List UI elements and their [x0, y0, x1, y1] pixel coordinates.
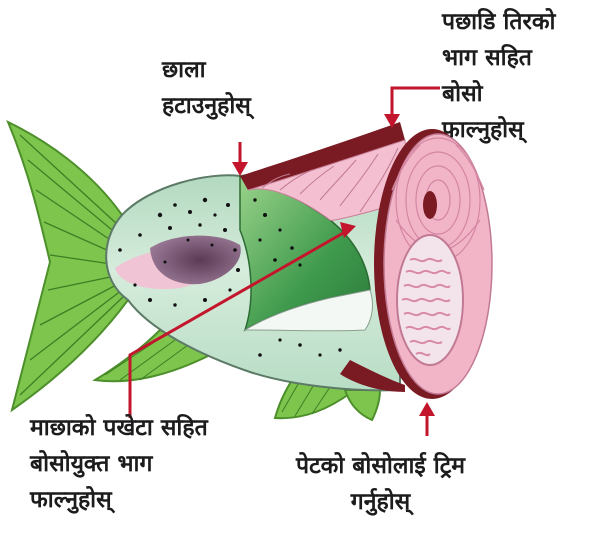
label-remove-fin-fat: माछाको पखेटा सहित बोसोयुक्त भाग फाल्नुहो…	[30, 410, 208, 518]
label-line: बोसो	[442, 76, 556, 112]
label-line: बोसोयुक्त भाग	[30, 446, 208, 482]
label-trim-belly-fat: पेटको बोसोलाई ट्रिम गर्नुहोस्	[296, 448, 465, 520]
spinal-cord	[423, 191, 437, 219]
label-line: फाल्नुहोस्	[30, 482, 208, 518]
label-remove-back-fat: पछाडि तिरको भाग सहित बोसो फाल्नुहोस्	[442, 4, 556, 148]
label-line: पछाडि तिरको	[442, 4, 556, 40]
label-line: फाल्नुहोस्	[442, 112, 556, 148]
cross-section	[374, 129, 492, 399]
label-remove-skin: छाला हटाउनुहोस्	[162, 52, 251, 124]
label-line: छाला	[162, 52, 251, 88]
label-line: पेटको बोसोलाई ट्रिम	[296, 448, 465, 484]
label-line: माछाको पखेटा सहित	[30, 410, 208, 446]
label-line: हटाउनुहोस्	[162, 88, 251, 124]
label-line: भाग सहित	[442, 40, 556, 76]
label-line: गर्नुहोस्	[296, 484, 465, 520]
